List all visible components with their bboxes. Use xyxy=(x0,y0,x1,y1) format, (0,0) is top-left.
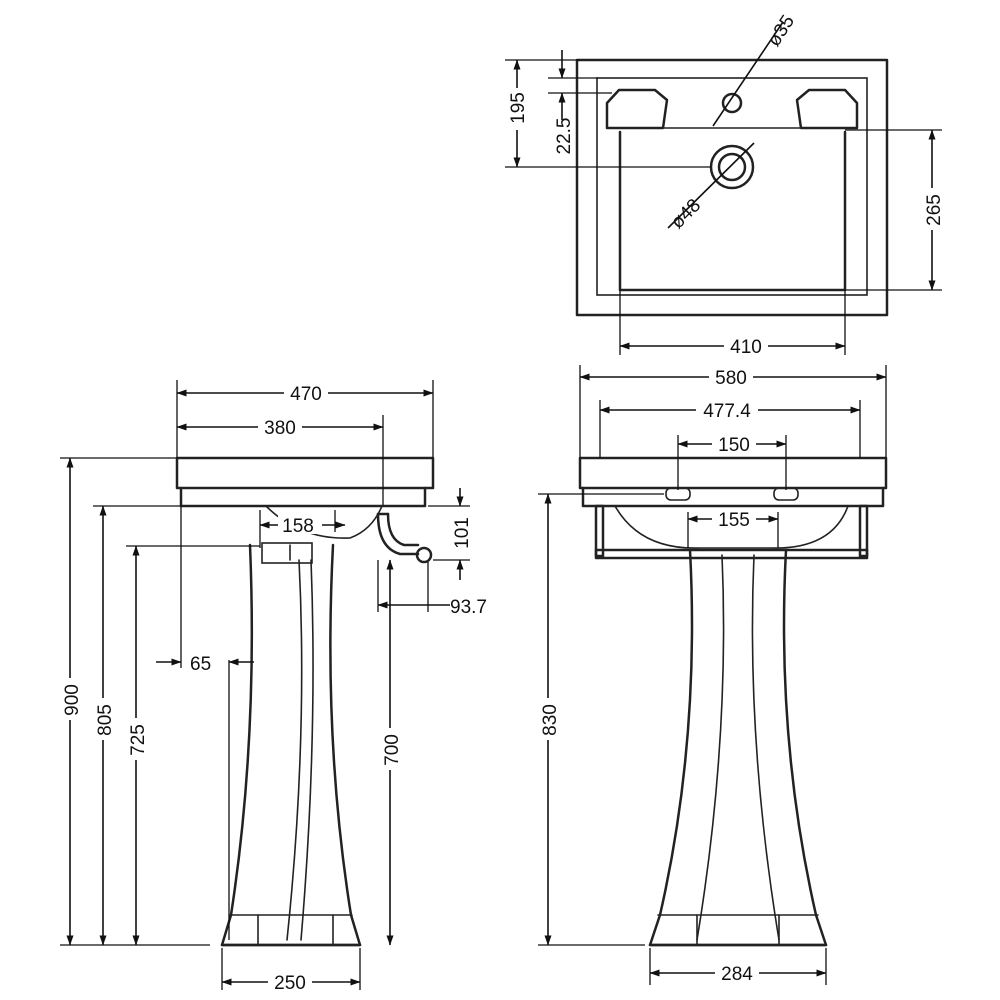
front-view: 580 477.4 150 155 830 284 xyxy=(538,365,888,985)
side-dimension-lines xyxy=(60,380,470,990)
dim-label-tap-hole: ø35 xyxy=(764,12,799,51)
dim-label-93-7: 93.7 xyxy=(450,597,487,618)
plan-dimension-labels: 410 265 195 22.5 ø35 ø48 xyxy=(506,12,945,358)
dim-label-22-5: 22.5 xyxy=(554,118,575,155)
dim-label-158: 158 xyxy=(282,516,314,537)
dim-label-250: 250 xyxy=(274,973,306,994)
tap-hole xyxy=(721,92,743,114)
side-dimension-labels: 470 380 158 101 93.7 65 900 805 725 700 … xyxy=(60,383,487,994)
dim-label-580: 580 xyxy=(715,368,747,389)
dim-label-477-4: 477.4 xyxy=(703,401,751,422)
dim-label-195: 195 xyxy=(508,92,529,124)
plan-view: 410 265 195 22.5 ø35 ø48 xyxy=(505,12,945,358)
towel-rail xyxy=(594,504,869,560)
dim-label-waste: ø48 xyxy=(667,195,705,233)
trap-bottle xyxy=(261,542,313,564)
waste-pipe-side xyxy=(376,512,433,564)
dim-label-470: 470 xyxy=(290,384,322,405)
dim-label-700: 700 xyxy=(382,734,403,766)
waste-outlet xyxy=(709,144,755,190)
dim-label-410: 410 xyxy=(730,337,762,358)
dim-label-155: 155 xyxy=(718,510,750,531)
dim-label-725: 725 xyxy=(128,724,149,756)
pedestal-side xyxy=(220,543,362,947)
dim-label-805: 805 xyxy=(95,704,116,736)
dim-label-150: 150 xyxy=(718,435,750,456)
basin-outline-front xyxy=(578,456,888,549)
side-view: 470 380 158 101 93.7 65 900 805 725 700 … xyxy=(60,380,487,994)
plan-dimension-lines xyxy=(505,21,942,355)
dim-label-101: 101 xyxy=(452,517,473,549)
dim-label-265: 265 xyxy=(924,194,945,226)
dim-label-900: 900 xyxy=(62,684,83,716)
basin-outline-plan xyxy=(575,58,889,317)
dim-label-65: 65 xyxy=(190,654,211,675)
dim-label-284: 284 xyxy=(721,964,753,985)
dim-label-380: 380 xyxy=(264,418,296,439)
dim-label-830: 830 xyxy=(540,704,561,736)
front-dimension-labels: 580 477.4 150 155 830 284 xyxy=(538,367,759,985)
pedestal-front xyxy=(648,548,828,947)
